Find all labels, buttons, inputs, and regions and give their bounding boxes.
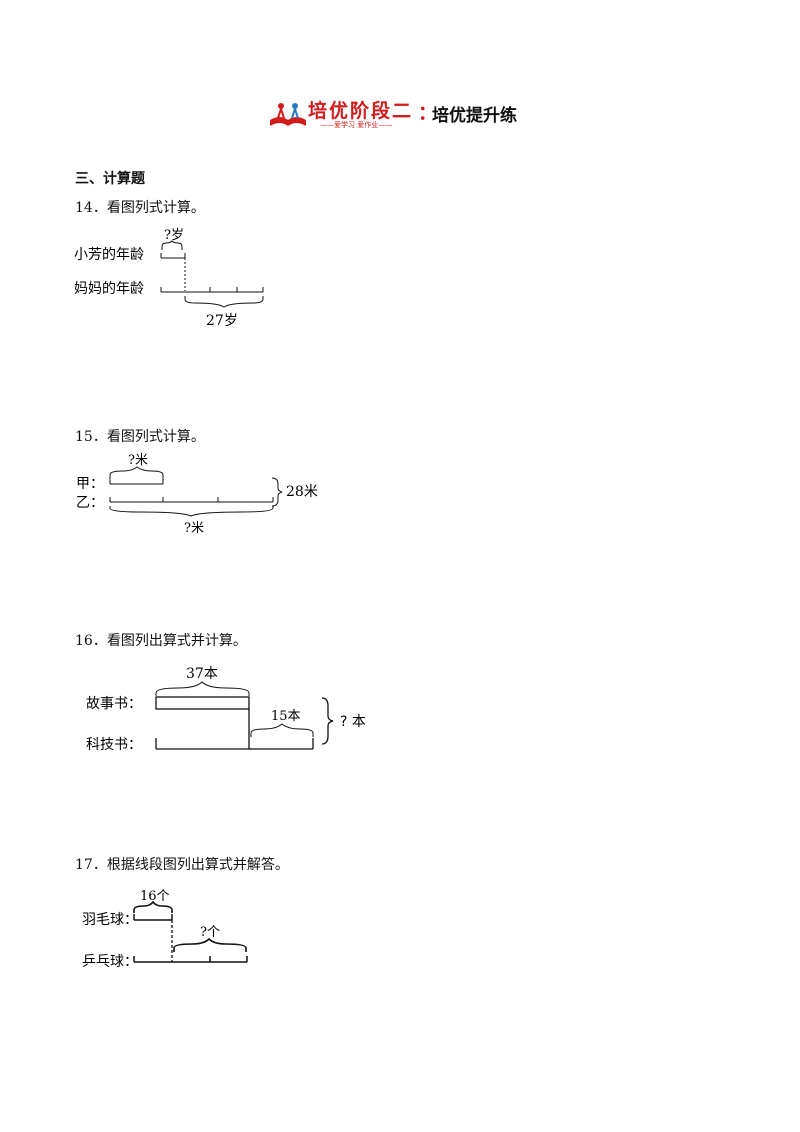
- question-14-prompt: 14．看图列式计算。: [75, 200, 205, 216]
- stage-logo: 培优阶段二 ——爱学习 爱作业——: [268, 98, 418, 132]
- q17-mid-brace-label: ?个: [200, 925, 220, 940]
- question-17-prompt: 17．根据线段图列出算式并解答。: [75, 857, 289, 873]
- q14-bottom-brace-label: 27岁: [206, 313, 238, 329]
- header-colon: ：: [418, 102, 438, 124]
- q15-bottom-name: 乙：: [76, 495, 104, 511]
- q15-bottom-brace-label: ?米: [184, 521, 204, 536]
- q15-side-brace: [271, 477, 283, 507]
- q16-top-bar: [155, 696, 250, 710]
- q16-top-name: 故事书：: [86, 696, 142, 712]
- question-15-diagram: ?米 甲： 28米 乙： ?米: [76, 453, 318, 536]
- q17-top-brace-label: 16个: [140, 889, 170, 904]
- q16-mid-brace-label: 15本: [271, 709, 301, 724]
- question-14-diagram: ?岁 小芳的年龄 妈妈的年龄 27岁: [74, 228, 264, 329]
- q14-top-name: 小芳的年龄: [74, 246, 144, 263]
- question-16-diagram: 37本 故事书： 15本 ? 本 科技书：: [86, 666, 366, 753]
- q16-top-brace-label: 37本: [186, 666, 218, 682]
- q16-bottom-name: 科技书：: [86, 737, 142, 753]
- question-17-diagram: 16个 羽毛球： ?个 乒乓球：: [82, 889, 248, 970]
- logo-subtitle: ——爱学习 爱作业——: [320, 121, 393, 129]
- question-16-prompt: 16．看图列出算式并计算。: [75, 633, 247, 649]
- q14-bottom-brace: [184, 296, 264, 308]
- q17-top-name: 羽毛球：: [82, 912, 138, 928]
- header-title: 培优提升练: [432, 106, 517, 126]
- q14-top-brace: [161, 240, 183, 250]
- q14-bottom-name: 妈妈的年龄: [74, 281, 144, 297]
- q17-top-brace: [133, 900, 173, 913]
- question-15-prompt: 15．看图列式计算。: [75, 429, 205, 445]
- q16-top-brace: [155, 681, 250, 696]
- q17-bottom-name: 乒乓球：: [82, 954, 138, 970]
- q15-top-name: 甲：: [76, 476, 104, 492]
- worksheet-header: 培优阶段二 ——爱学习 爱作业—— ： 培优提升练: [0, 95, 800, 135]
- q15-bottom-brace: [109, 506, 274, 517]
- q16-side-brace-label: ? 本: [340, 714, 366, 730]
- q15-top-brace-label: ?米: [128, 453, 148, 468]
- book-people-icon: [270, 103, 306, 126]
- q15-side-brace-label: 28米: [286, 484, 318, 500]
- q15-top-brace: [109, 466, 164, 479]
- q14-top-brace-label: ?岁: [164, 228, 184, 243]
- logo-title: 培优阶段二: [308, 100, 414, 122]
- q16-mid-brace: [250, 723, 314, 737]
- section-title: 三、计算题: [75, 171, 145, 187]
- q16-side-brace: [321, 697, 334, 745]
- q17-mid-brace: [173, 937, 247, 952]
